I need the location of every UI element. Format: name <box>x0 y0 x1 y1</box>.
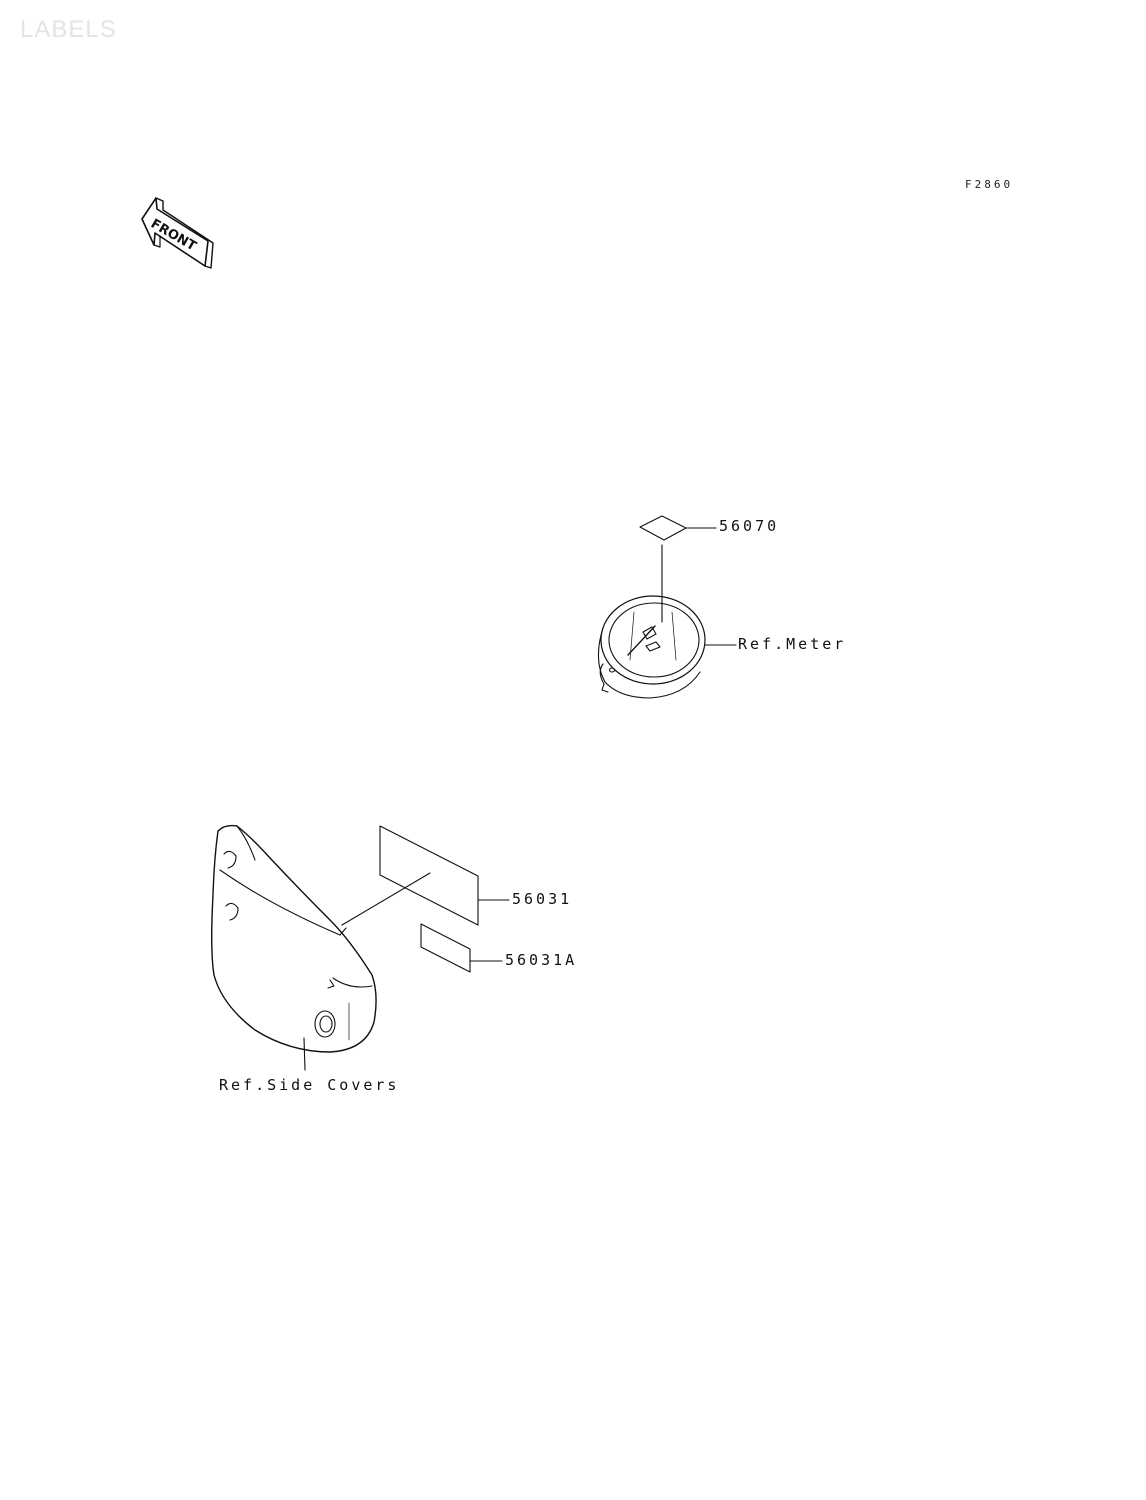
figure-code: F2860 <box>965 178 1014 191</box>
front-direction-arrow-icon: FRONT <box>141 197 214 269</box>
callout-ref-meter: Ref.Meter <box>738 635 847 653</box>
meter-assembly <box>597 595 737 699</box>
callout-ref-side-covers: Ref.Side Covers <box>219 1076 400 1094</box>
callout-56070: 56070 <box>719 517 780 535</box>
page-watermark: LABELS <box>20 16 117 43</box>
side-cover-part <box>211 824 377 1071</box>
callout-56031a: 56031A <box>505 951 578 969</box>
label-56070-decal <box>639 515 717 623</box>
callout-56031: 56031 <box>512 890 573 908</box>
label-56031-decal <box>341 825 510 926</box>
label-56031a-decal <box>420 923 503 973</box>
